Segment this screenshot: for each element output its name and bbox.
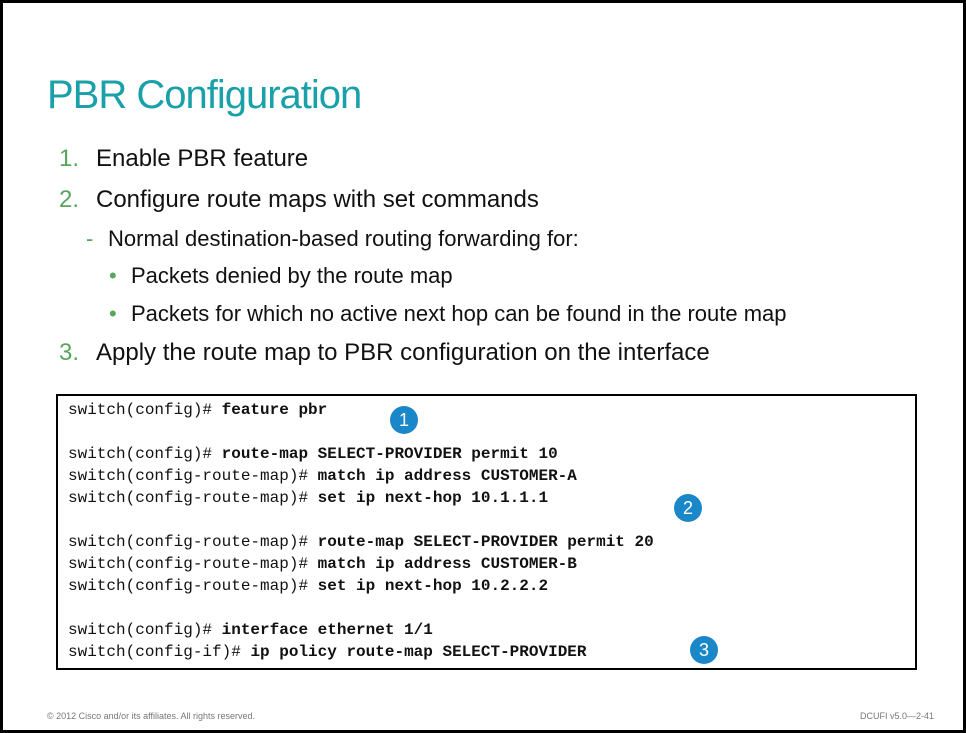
step-text-1: Enable PBR feature: [96, 145, 309, 172]
step-number-2: 2.: [59, 186, 80, 213]
code-line: switch(config)# interface ethernet 1/1: [68, 621, 433, 639]
bullet-marker-1: •: [109, 263, 117, 288]
code-block: switch(config)# feature pbr switch(confi…: [56, 394, 917, 670]
bullet-marker-2: •: [109, 301, 117, 326]
code-line: switch(config-route-map)# match ip addre…: [68, 467, 577, 485]
step-text-2: Configure route maps with set commands: [96, 186, 539, 213]
step-badge-2: 2: [674, 494, 702, 522]
code-line: switch(config-if)# ip policy route-map S…: [68, 643, 587, 661]
step-text-3: Apply the route map to PBR configuration…: [96, 339, 710, 366]
bullet-text-1: Packets denied by the route map: [131, 263, 453, 288]
sub-dash: -: [86, 226, 94, 251]
bullet-text-2: Packets for which no active next hop can…: [131, 301, 787, 326]
step-badge-3: 3: [690, 636, 718, 664]
code-line: switch(config-route-map)# set ip next-ho…: [68, 577, 549, 595]
code-line: switch(config)# route-map SELECT-PROVIDE…: [68, 445, 558, 463]
code-line: switch(config)# feature pbr: [68, 401, 328, 419]
slide-title: PBR Configuration: [47, 73, 362, 117]
sub-text: Normal destination-based routing forward…: [108, 226, 579, 251]
code-line: switch(config-route-map)# route-map SELE…: [68, 533, 654, 551]
step-badge-1: 1: [390, 406, 418, 434]
code-line: switch(config-route-map)# match ip addre…: [68, 555, 577, 573]
course-id-footer: DCUFI v5.0—2-41: [860, 711, 935, 721]
copyright-footer: © 2012 Cisco and/or its affiliates. All …: [47, 711, 256, 721]
code-line: switch(config-route-map)# set ip next-ho…: [68, 489, 549, 507]
step-number-3: 3.: [59, 339, 80, 366]
step-number-1: 1.: [59, 145, 80, 172]
